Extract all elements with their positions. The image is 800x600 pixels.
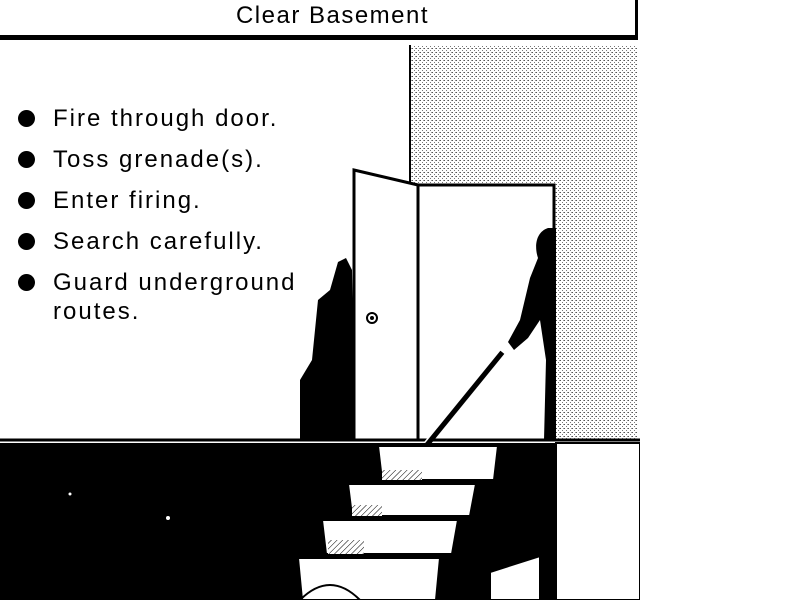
list-item: Fire through door.: [18, 104, 296, 133]
door-shadow: [300, 258, 355, 440]
instruction-list: Fire through door. Toss grenade(s). Ente…: [18, 104, 296, 338]
basement-illustration: [0, 40, 640, 600]
list-item: Enter firing.: [18, 186, 296, 215]
right-panel: [555, 442, 640, 600]
door-handle: [366, 312, 378, 324]
list-item-text: Fire through door.: [53, 105, 279, 132]
list-item-text: Enter firing.: [53, 187, 202, 214]
crate: [489, 554, 541, 600]
title-bar: Clear Basement: [0, 0, 638, 40]
list-item: Guard underground routes.: [18, 268, 296, 326]
list-item-text: Search carefully.: [53, 228, 264, 255]
soldier-silhouette: [508, 228, 556, 440]
page-title: Clear Basement: [235, 1, 430, 29]
list-item-text: Toss grenade(s).: [53, 146, 264, 173]
bullet-icon: [18, 192, 35, 209]
door-panel: [352, 168, 420, 442]
bullet-icon: [18, 110, 35, 127]
bullet-icon: [18, 233, 35, 250]
rope: [299, 584, 361, 600]
list-item: Search carefully.: [18, 227, 296, 256]
list-item: Toss grenade(s).: [18, 145, 296, 174]
bullet-icon: [18, 274, 35, 291]
bullet-icon: [18, 151, 35, 168]
staircase: [296, 445, 500, 600]
list-item-text: Guard underground routes.: [53, 269, 297, 325]
